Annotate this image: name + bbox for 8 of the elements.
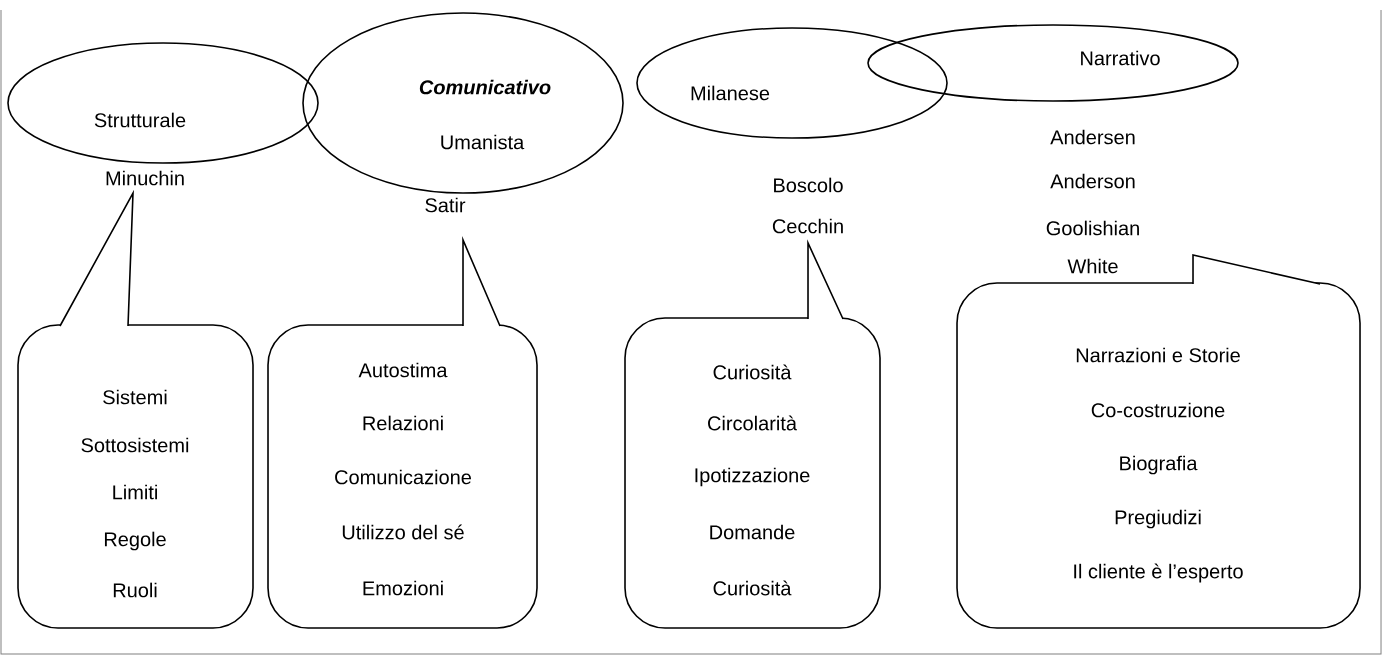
- name-label: Andersen: [1050, 129, 1135, 145]
- speech-bubble: Sistemi Sottosistemi Limiti Regole Ruoli: [17, 189, 254, 629]
- speech-bubble: Curiosità Circolarità Ipotizzazione Domande Curiosità: [624, 239, 881, 629]
- name-label: Goolishian: [1046, 220, 1139, 236]
- name-label: Anderson: [1050, 173, 1135, 189]
- name-label: Boscolo: [774, 177, 843, 193]
- speech-bubble: Autostima Relazioni Comunicazione Utilizzo del sé Emozioni: [267, 236, 538, 629]
- name-label: Cecchin: [772, 218, 843, 234]
